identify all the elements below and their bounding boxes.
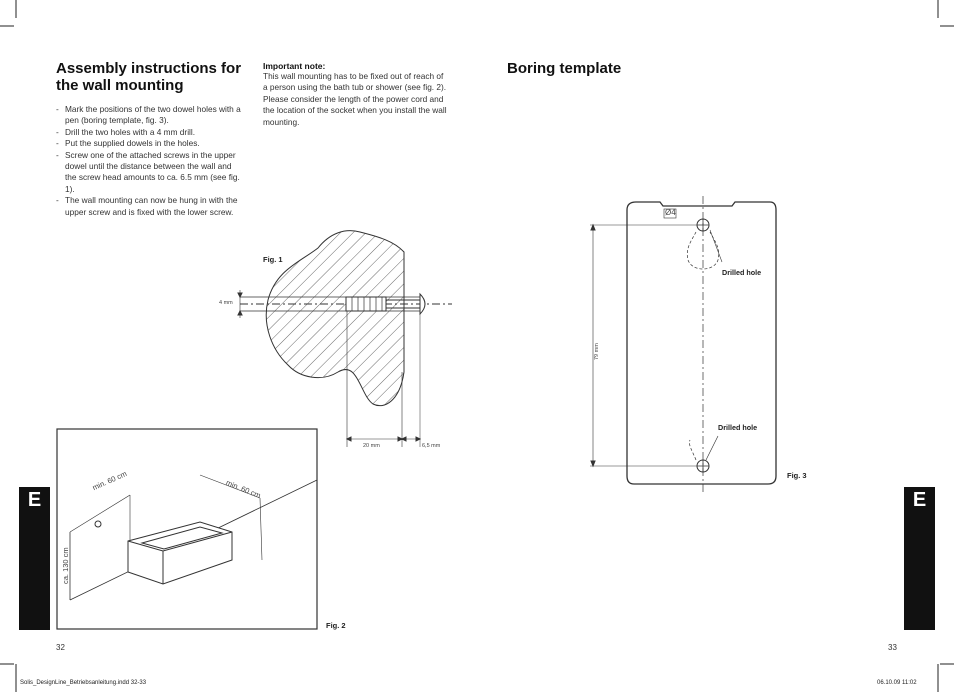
instruction-list: Mark the positions of the two dowel hole… <box>56 104 241 218</box>
drilled-hole-top-label: Drilled hole <box>722 268 762 277</box>
fig1-label: Fig. 1 <box>263 255 283 264</box>
file-slug: Solis_DesignLine_Betriebsanleitung.indd … <box>20 680 147 686</box>
diameter-mark: Ø4 <box>665 208 676 217</box>
date-slug: 06.10.09 11:02 <box>877 680 917 686</box>
dim-79mm: 79 mm <box>594 343 600 360</box>
page-number-left: 32 <box>56 643 65 652</box>
list-item: Drill the two holes with a 4 mm drill. <box>56 127 241 139</box>
language-tab-left: E <box>19 487 50 630</box>
page-number-right: 33 <box>888 643 897 652</box>
list-item: Screw one of the attached screws in the … <box>56 150 241 196</box>
fig2-drawing <box>56 428 318 630</box>
dim-6-5mm: 6,5 mm <box>422 443 441 449</box>
dim-4mm: 4 mm <box>219 300 233 306</box>
note-text: This wall mounting has to be fixed out o… <box>263 71 447 127</box>
language-tab-right: E <box>904 487 935 630</box>
fig3-label: Fig. 3 <box>787 471 807 480</box>
list-item: Mark the positions of the two dowel hole… <box>56 104 241 127</box>
fig2-label: Fig. 2 <box>326 621 346 630</box>
note-title: Important note: <box>263 61 326 71</box>
list-item: Put the supplied dowels in the holes. <box>56 138 241 150</box>
list-item: The wall mounting can now be hung in wit… <box>56 195 241 218</box>
tab-letter: E <box>912 489 927 511</box>
dim-20mm: 20 mm <box>363 443 380 449</box>
fig1-drawing <box>237 230 452 447</box>
page-title-left: Assembly instructions for the wall mount… <box>56 60 242 94</box>
drilled-hole-bottom-label: Drilled hole <box>718 423 758 432</box>
height-label: ca. 130 cm <box>61 547 70 584</box>
page-title-right: Boring template <box>507 60 622 77</box>
fig3-drawing <box>590 196 777 492</box>
tab-letter: E <box>27 489 42 511</box>
